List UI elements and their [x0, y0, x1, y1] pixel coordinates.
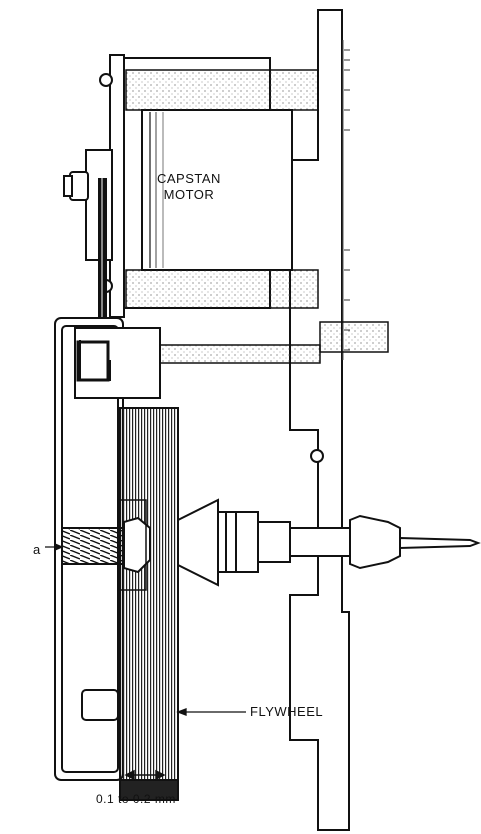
part-a-label: a — [33, 542, 41, 557]
capstan-label-line2: MOTOR — [163, 187, 215, 202]
flywheel-shaft — [159, 321, 389, 364]
capstan-label-line1: CAPSTAN — [157, 171, 221, 186]
flywheel — [119, 407, 179, 801]
threaded-screw-a — [61, 499, 151, 591]
motor-mount-plate — [99, 54, 125, 318]
capstan-hub — [177, 498, 291, 587]
tolerance-arrow — [124, 769, 166, 781]
flywheel-label: FLYWHEEL — [250, 704, 324, 719]
chassis-hatching — [344, 49, 350, 351]
motor-pillar-bottom — [125, 269, 319, 309]
capstan-spindle — [289, 514, 481, 570]
motor-pillar-top — [125, 69, 319, 111]
leader-a — [45, 543, 64, 551]
tolerance-label: 0.1 to 0.2 mm — [96, 792, 176, 806]
leader-flywheel — [176, 708, 246, 716]
capstan-motor-label: CAPSTAN MOTOR — [157, 171, 221, 203]
chassis-hole — [310, 449, 324, 463]
